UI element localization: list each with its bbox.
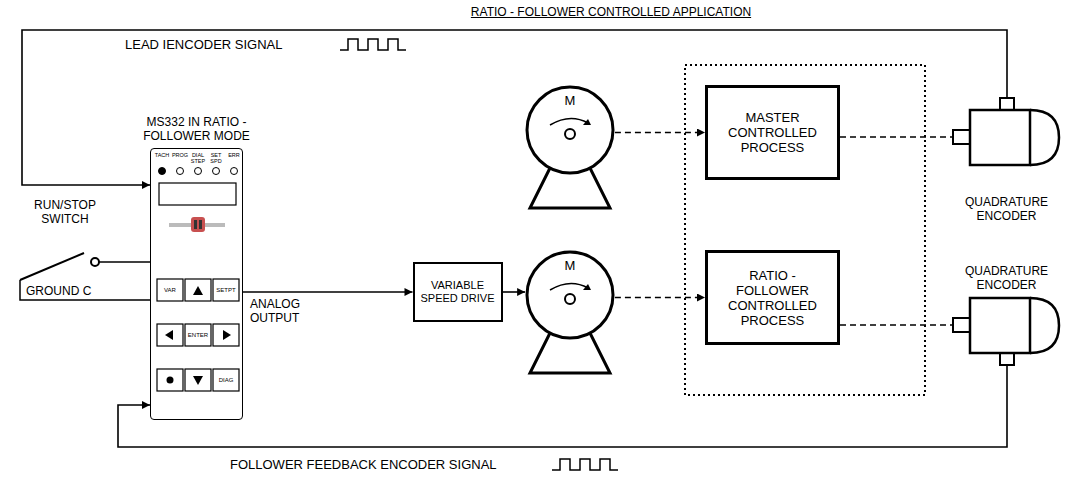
signal-line <box>118 365 1007 447</box>
switch-label: RUN/STOP SWITCH <box>24 198 106 226</box>
mechanical-link <box>615 297 705 299</box>
node-text: VARIABLE SPEED DRIVE <box>420 279 496 305</box>
pulse-symbol <box>340 39 406 50</box>
encoder-outline <box>953 98 1060 165</box>
indicator-label: TACH <box>153 152 171 158</box>
switch-contact <box>91 258 99 266</box>
encoder: QUADRATURE ENCODER <box>953 98 1060 165</box>
switch-blade <box>20 253 84 280</box>
diagram-title: RATIO - FOLLOWER CONTROLLED APPLICATION <box>471 5 751 19</box>
ground-label: GROUND C <box>26 284 91 298</box>
node-heading: MS332 IN RATIO - FOLLOWER MODE <box>130 115 264 143</box>
key-label: SETPT <box>213 279 239 301</box>
dotted-boundary <box>685 65 925 395</box>
indicator-label: PROG <box>171 152 189 158</box>
process-box: MASTER CONTROLLED PROCESS <box>705 85 840 180</box>
node-text: M <box>525 258 615 273</box>
signal-line <box>503 291 526 293</box>
pulse-symbol <box>552 459 618 470</box>
key-label: VAR <box>157 279 183 301</box>
mechanical-link <box>615 132 705 134</box>
signal-label: LEAD IENCODER SIGNAL <box>125 37 283 52</box>
indicator-label: ERR <box>225 152 243 158</box>
signal-label: ANALOG OUTPUT <box>250 297 312 325</box>
node-heading: QUADRATURE ENCODER <box>955 195 1059 223</box>
key-label: DIAG <box>213 369 239 391</box>
signal-label: FOLLOWER FEEDBACK ENCODER SIGNAL <box>230 457 497 472</box>
switch-wire <box>99 261 150 263</box>
node-heading: QUADRATURE ENCODER <box>955 264 1059 292</box>
ground-wire <box>20 280 150 300</box>
key-label: ENTER <box>185 324 211 346</box>
node-text: RATIO - FOLLOWER CONTROLLED PROCESS <box>719 268 827 328</box>
motor-circle: M <box>525 250 615 340</box>
process-box: RATIO - FOLLOWER CONTROLLED PROCESS <box>705 250 840 345</box>
node-text: M <box>525 93 615 108</box>
drive-box: VARIABLE SPEED DRIVE <box>413 262 503 322</box>
signal-line <box>243 291 413 293</box>
indicator-label: SET SPD <box>207 152 225 164</box>
mechanical-link <box>840 136 953 138</box>
node-text: MASTER CONTROLLED PROCESS <box>719 110 827 155</box>
controller-unit: MS332 IN RATIO - FOLLOWER MODETACHPROGDI… <box>150 148 243 420</box>
indicator-label: DIAL STEP <box>189 152 207 164</box>
encoder-outline <box>953 298 1060 365</box>
encoder: QUADRATURE ENCODER <box>953 298 1060 365</box>
motor-circle: M <box>525 85 615 175</box>
mechanical-link <box>840 324 953 326</box>
